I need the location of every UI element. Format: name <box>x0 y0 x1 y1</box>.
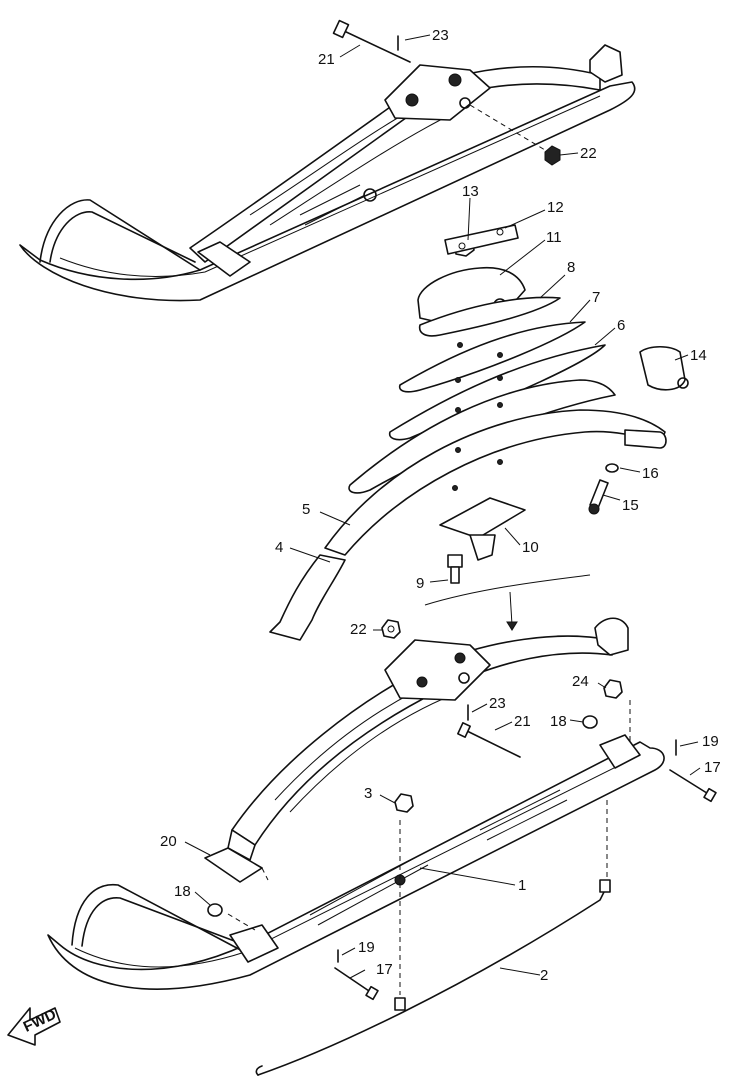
leaf-6 <box>388 344 606 441</box>
bolt-17-left <box>334 967 373 994</box>
callout-24: 24 <box>572 673 589 690</box>
callout-16: 16 <box>642 465 659 482</box>
callout-15: 15 <box>622 497 639 514</box>
callout-22-mid: 22 <box>350 621 367 638</box>
callout-21-top: 21 <box>318 51 335 68</box>
callout-20: 20 <box>160 833 177 850</box>
nut-22-mid <box>381 619 401 639</box>
callout-19-left: 19 <box>358 939 375 956</box>
callout-5: 5 <box>302 501 310 518</box>
forward-direction-arrow: FWD <box>7 1006 61 1046</box>
leaf-8 <box>418 296 561 337</box>
clamp-20 <box>204 847 263 883</box>
callout-6: 6 <box>617 317 625 334</box>
callout-23-mid: 23 <box>489 695 506 712</box>
callout-17-left: 17 <box>376 961 393 978</box>
bolt-9 <box>447 554 463 568</box>
bolt-21-mid <box>464 729 521 758</box>
bracket-10 <box>439 497 526 539</box>
leaf-4 <box>324 409 666 556</box>
callout-17-right: 17 <box>704 759 721 776</box>
washer-18-left <box>207 903 223 917</box>
callout-7: 7 <box>592 289 600 306</box>
washer-18-right <box>582 715 598 729</box>
callout-9: 9 <box>416 575 424 592</box>
callout-21-mid: 21 <box>514 713 531 730</box>
callout-labels: 23 21 22 13 12 11 8 7 6 14 16 15 5 4 10 … <box>160 27 721 984</box>
nut-22-top <box>544 145 561 166</box>
callout-18-right: 18 <box>550 713 567 730</box>
callout-13: 13 <box>462 183 479 200</box>
callout-19-right: 19 <box>702 733 719 750</box>
washer-16 <box>605 463 619 473</box>
nut-3 <box>394 793 414 813</box>
bumper-14 <box>639 345 686 391</box>
callout-1: 1 <box>518 877 526 894</box>
callout-2: 2 <box>540 967 548 984</box>
runner-stud-rear <box>599 879 611 893</box>
callout-14: 14 <box>690 347 707 364</box>
callout-3: 3 <box>364 785 372 802</box>
bolt-21-top <box>341 29 411 63</box>
leaf-7 <box>398 321 586 393</box>
callout-23-top: 23 <box>432 27 449 44</box>
plate-12 <box>444 224 519 255</box>
callout-8: 8 <box>567 259 575 276</box>
top-ski-assembly <box>19 19 636 302</box>
runner-stud-front <box>394 997 406 1011</box>
leader-lines <box>184 34 701 979</box>
nut-24 <box>603 679 623 699</box>
bolt-17-right <box>669 769 711 796</box>
callout-12: 12 <box>547 199 564 216</box>
runner-2 <box>257 889 606 1076</box>
callout-22-top: 22 <box>580 145 597 162</box>
callout-11: 11 <box>546 229 562 246</box>
callout-10: 10 <box>522 539 539 556</box>
callout-18-left: 18 <box>174 883 191 900</box>
exploded-middle <box>269 224 689 641</box>
callout-4: 4 <box>275 539 283 556</box>
bottom-ski-assembly <box>47 617 717 1076</box>
